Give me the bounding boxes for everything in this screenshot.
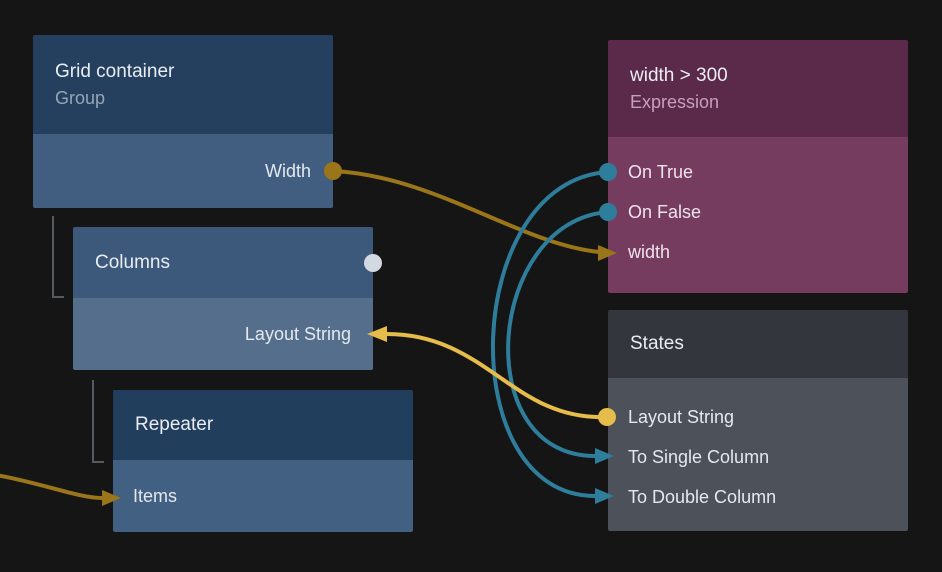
wire-offscreen-to-items[interactable] bbox=[0, 473, 104, 500]
node-states-body: Layout String To Single Column To Double… bbox=[608, 378, 908, 531]
node-states[interactable]: States Layout String To Single Column To… bbox=[608, 310, 908, 531]
port-label: width bbox=[628, 241, 671, 262]
node-title: States bbox=[630, 333, 684, 354]
node-grid-container-body: Width bbox=[33, 134, 333, 208]
port-label: To Double Column bbox=[628, 486, 777, 507]
port-label: To Single Column bbox=[628, 446, 770, 467]
node-repeater-header[interactable]: Repeater bbox=[113, 390, 413, 460]
port-label: Items bbox=[133, 485, 178, 506]
node-title: Columns bbox=[95, 251, 170, 273]
wire-on-false-to-single-column[interactable] bbox=[506, 210, 610, 458]
node-expression[interactable]: width > 300 Expression On True On False … bbox=[608, 40, 908, 293]
node-subtitle: Group bbox=[55, 88, 106, 108]
port-on-false-output[interactable]: On False bbox=[608, 192, 908, 232]
tree-line-columns-to-repeater bbox=[92, 380, 104, 463]
port-to-double-column-input[interactable]: To Double Column bbox=[608, 477, 908, 517]
node-repeater-body: Items bbox=[113, 460, 413, 532]
port-to-single-column-input[interactable]: To Single Column bbox=[608, 437, 908, 477]
node-states-header[interactable]: States bbox=[608, 310, 908, 378]
port-items-input[interactable]: Items bbox=[113, 460, 413, 532]
node-grid-container[interactable]: Grid container Group Width bbox=[33, 35, 333, 208]
port-label: On False bbox=[628, 201, 702, 222]
wire-on-true-to-double-column[interactable] bbox=[490, 170, 610, 498]
node-repeater[interactable]: Repeater Items bbox=[113, 390, 413, 532]
node-expression-body: On True On False width bbox=[608, 137, 908, 293]
port-label: Layout String bbox=[628, 406, 735, 427]
wire-layout-string-to-columns[interactable] bbox=[385, 332, 609, 420]
tree-line-grid-to-columns bbox=[52, 216, 64, 298]
node-columns[interactable]: Columns Layout String bbox=[73, 227, 373, 370]
port-label: Layout String bbox=[244, 323, 351, 344]
port-layout-string-input[interactable]: Layout String bbox=[73, 298, 373, 370]
node-title: Grid container bbox=[55, 61, 175, 82]
port-width-input[interactable]: width bbox=[608, 232, 908, 272]
port-label: On True bbox=[628, 161, 694, 182]
node-expression-header[interactable]: width > 300 Expression bbox=[608, 40, 908, 137]
node-columns-header[interactable]: Columns bbox=[73, 227, 373, 298]
node-columns-body: Layout String bbox=[73, 298, 373, 370]
port-width-output[interactable]: Width bbox=[33, 134, 333, 208]
node-subtitle: Expression bbox=[630, 92, 720, 112]
node-grid-container-header[interactable]: Grid container Group bbox=[33, 35, 333, 134]
node-title: width > 300 bbox=[630, 65, 728, 86]
port-on-true-output[interactable]: On True bbox=[608, 152, 908, 192]
port-label: Width bbox=[264, 160, 311, 181]
port-layout-string-output[interactable]: Layout String bbox=[608, 397, 908, 437]
node-title: Repeater bbox=[135, 414, 214, 435]
